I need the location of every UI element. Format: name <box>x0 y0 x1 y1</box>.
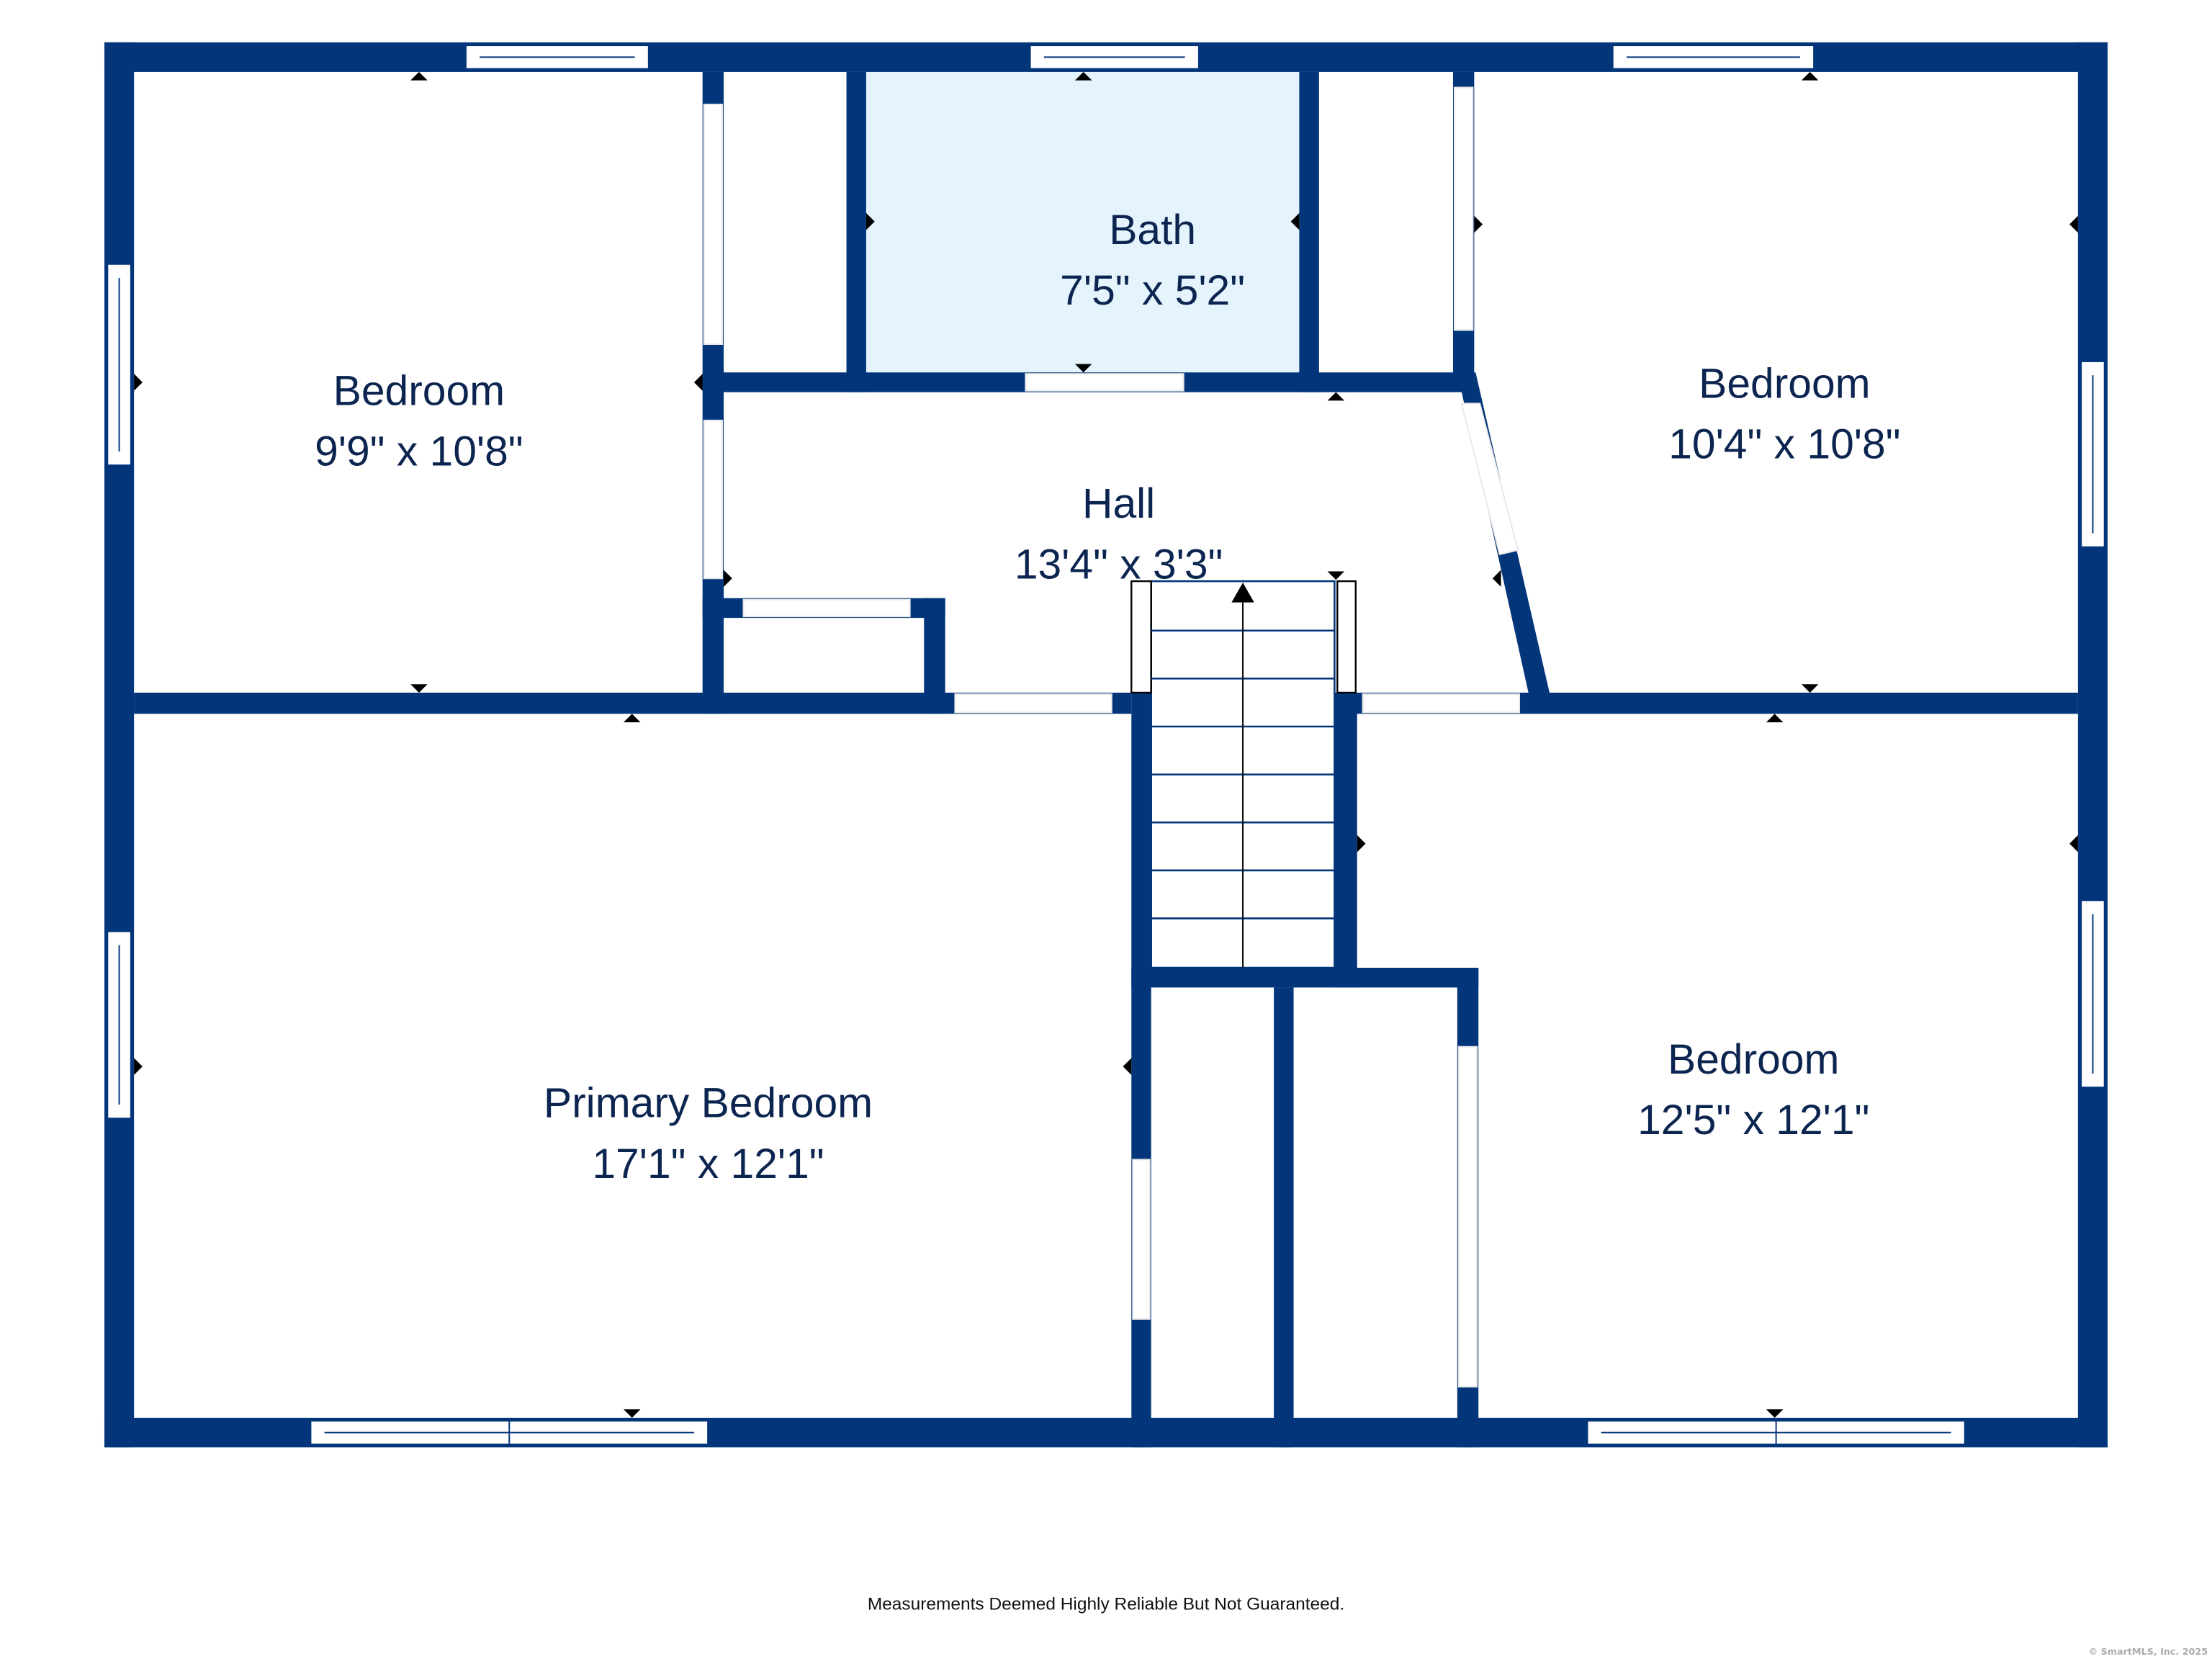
room-bath: Bath 7'5" x 5'2" <box>1060 207 1245 314</box>
room-name: Hall <box>1082 480 1155 527</box>
room-name: Primary Bedroom <box>544 1080 873 1127</box>
disclaimer: Measurements Deemed Highly Reliable But … <box>868 1594 1344 1614</box>
room-dimensions: 13'4" x 3'3" <box>1015 541 1223 588</box>
room-dimensions: 7'5" x 5'2" <box>1060 267 1245 314</box>
stairs <box>1130 580 1357 969</box>
dimension-markers <box>134 71 2078 1418</box>
room-name: Bedroom <box>1668 1036 1839 1083</box>
door-openings <box>703 86 1521 1388</box>
room-dimensions: 10'4" x 10'8" <box>1668 421 1900 468</box>
room-dimensions: 9'9" x 10'8" <box>315 428 523 475</box>
bath-floor <box>866 71 1300 373</box>
room-bedroom-3: Bedroom 12'5" x 12'1" <box>1637 1036 1869 1143</box>
room-name: Bedroom <box>333 367 505 414</box>
room-dimensions: 17'1" x 12'1" <box>592 1141 824 1187</box>
room-hall: Hall 13'4" x 3'3" <box>1015 480 1223 588</box>
windows <box>106 44 2106 1446</box>
room-bedroom-1: Bedroom 9'9" x 10'8" <box>315 367 523 475</box>
room-name: Bath <box>1109 207 1196 253</box>
room-dimensions: 12'5" x 12'1" <box>1637 1097 1869 1143</box>
room-primary-bedroom: Primary Bedroom 17'1" x 12'1" <box>544 1080 873 1187</box>
stair-up-arrow-icon <box>1231 583 1254 603</box>
room-bedroom-2: Bedroom 10'4" x 10'8" <box>1668 360 1900 467</box>
copyright: © SmartMLS, Inc. 2025 <box>2088 1647 2208 1658</box>
room-name: Bedroom <box>1699 360 1870 407</box>
